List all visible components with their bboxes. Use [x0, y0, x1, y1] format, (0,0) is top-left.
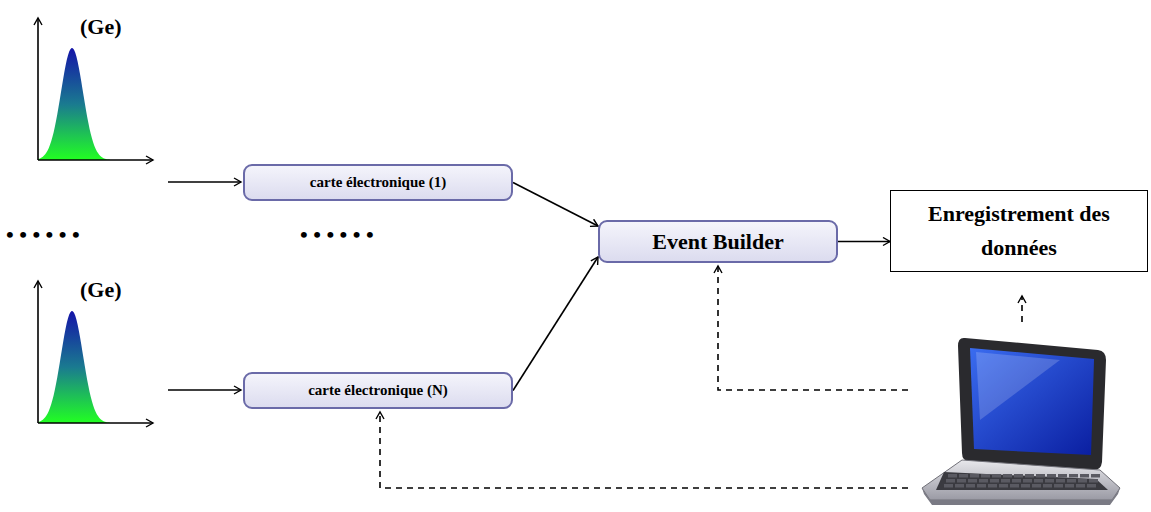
connector-arrow: [838, 241, 890, 243]
key: [1045, 479, 1054, 483]
key: [1069, 474, 1078, 478]
key: [1089, 479, 1098, 483]
key: [1078, 479, 1087, 483]
key: [1091, 474, 1100, 478]
key: [1067, 479, 1076, 483]
process-box: Event Builder: [598, 220, 838, 263]
key: [1054, 484, 1063, 488]
process-box: carte électronique (1): [243, 164, 513, 201]
key: [1065, 484, 1074, 488]
control-line: [718, 266, 908, 390]
key: [957, 479, 966, 483]
key: [944, 484, 953, 488]
key: [1087, 484, 1096, 488]
axis: [37, 281, 39, 423]
laptop-icon: [922, 338, 1120, 505]
key: [1023, 479, 1032, 483]
key: [1012, 479, 1021, 483]
node-label: carte électronique (N): [308, 382, 448, 399]
key: [1056, 479, 1065, 483]
key: [1076, 484, 1085, 488]
key: [959, 474, 968, 478]
control-line: [380, 412, 908, 488]
axis: [37, 18, 39, 160]
axis: [38, 422, 153, 424]
key: [970, 474, 979, 478]
key: [1080, 474, 1089, 478]
key: [1047, 474, 1056, 478]
key: [992, 474, 1001, 478]
key: [1043, 484, 1052, 488]
key: [1058, 474, 1067, 478]
node-label: Event Builder: [652, 229, 783, 255]
key: [1001, 479, 1010, 483]
key: [955, 484, 964, 488]
key: [966, 484, 975, 488]
connector-arrow: [513, 257, 598, 391]
detector-label: (Ge): [80, 277, 122, 303]
key: [968, 479, 977, 483]
ellipsis: • • • • • •: [300, 222, 374, 248]
node-label: carte électronique (1): [310, 174, 446, 191]
key: [979, 479, 988, 483]
key: [977, 484, 986, 488]
key: [1032, 484, 1041, 488]
storage-box: Enregistrement des données: [890, 190, 1148, 272]
key: [1021, 484, 1030, 488]
spectrum-plot: [38, 18, 153, 160]
input-arrow: [168, 389, 241, 391]
control-line: [1021, 296, 1023, 322]
key: [981, 474, 990, 478]
spectrum-plot: [38, 281, 153, 423]
node-label: Enregistrement des données: [899, 197, 1139, 265]
key: [1010, 484, 1019, 488]
gaussian-peak: [38, 311, 110, 423]
input-arrow: [168, 181, 241, 183]
key: [1034, 479, 1043, 483]
key: [1003, 474, 1012, 478]
key: [999, 484, 1008, 488]
axis: [38, 159, 153, 161]
key: [1025, 474, 1034, 478]
key: [1014, 474, 1023, 478]
detector-label: (Ge): [80, 14, 122, 40]
key: [946, 479, 955, 483]
key: [988, 484, 997, 488]
key: [1036, 474, 1045, 478]
gaussian-peak: [38, 48, 110, 160]
key: [990, 479, 999, 483]
key: [948, 474, 957, 478]
ellipsis: • • • • • •: [6, 222, 80, 248]
process-box: carte électronique (N): [243, 372, 513, 409]
connector-arrow: [513, 183, 598, 227]
